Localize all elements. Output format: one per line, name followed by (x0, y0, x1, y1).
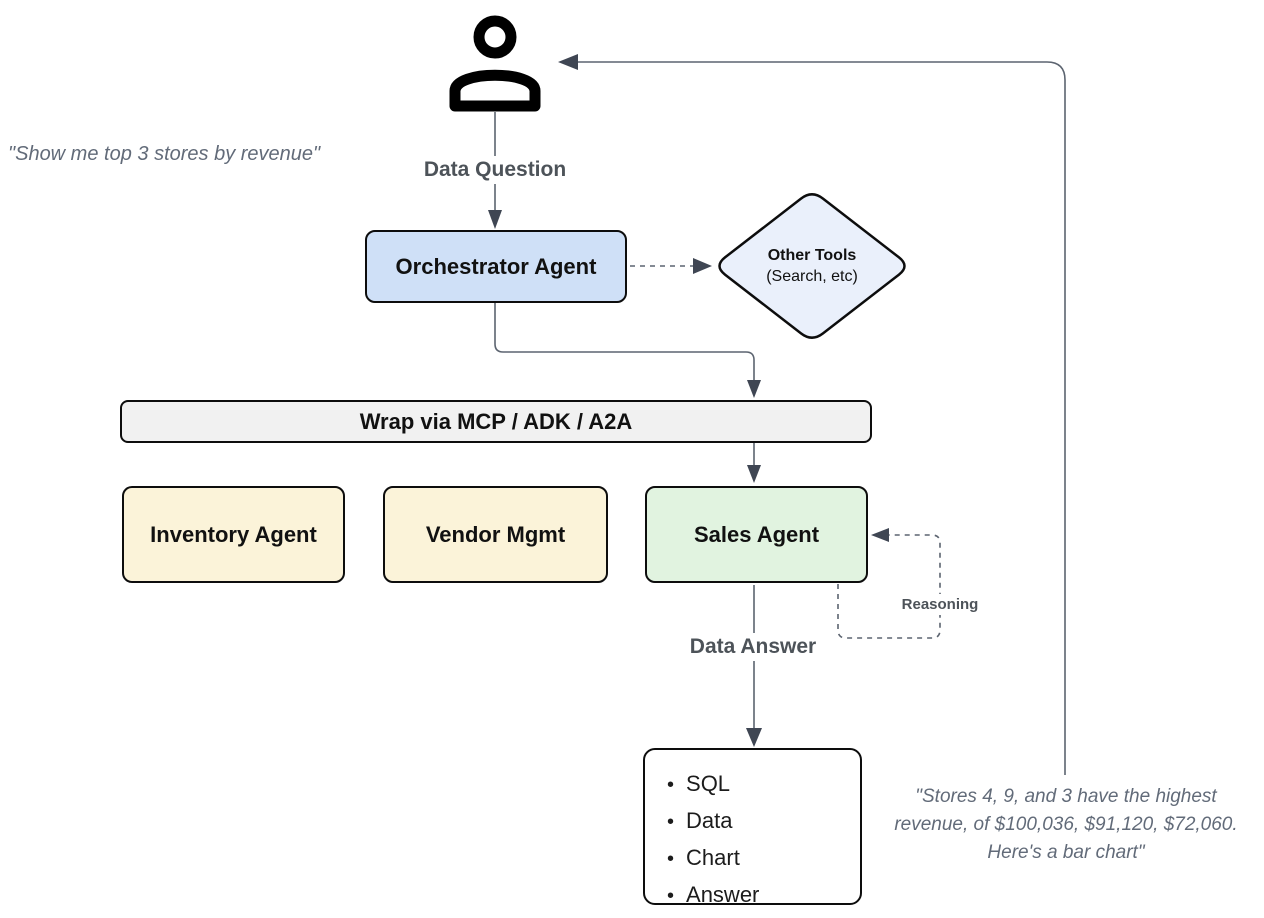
arrowhead-into-wrapbar (747, 380, 761, 398)
edge-answer-to-user (577, 61, 1066, 775)
arrowhead-into-tools (693, 258, 712, 274)
agent-answer-line: "Stores 4, 9, and 3 have the highest (915, 786, 1217, 807)
arrowhead-into-user (558, 54, 578, 70)
agent-answer-line: Here's a bar chart" (987, 842, 1145, 863)
other-tools-label: Other Tools (Search, etc) (742, 245, 882, 287)
inventory-agent-node: Inventory Agent (122, 486, 345, 583)
arrowhead-into-sales (747, 465, 761, 483)
output-item-sql: SQL (667, 766, 759, 803)
data-question-label: Data Question (417, 156, 573, 184)
data-answer-label: Data Answer (683, 633, 823, 661)
edge-reasoning-loop (837, 534, 941, 639)
arrowhead-into-orchestrator (488, 210, 502, 229)
agent-answer-line: revenue, of $100,036, $91,120, $72,060. (894, 814, 1238, 835)
user-icon (447, 10, 543, 119)
output-item-chart: Chart (667, 840, 759, 877)
other-tools-title: Other Tools (767, 247, 857, 264)
output-box: SQL Data Chart Answer (643, 748, 862, 907)
other-tools-subtitle: (Search, etc) (766, 268, 858, 285)
arrowhead-reasoning (871, 528, 889, 542)
orchestrator-agent-node: Orchestrator Agent (365, 230, 627, 303)
edge-orchestrator-to-wrapbar (494, 303, 755, 381)
vendor-mgmt-node: Vendor Mgmt (383, 486, 608, 583)
other-tools-diamond (718, 193, 906, 339)
reasoning-label: Reasoning (897, 594, 983, 615)
agent-answer-quote: "Stores 4, 9, and 3 have the highest rev… (868, 783, 1264, 867)
user-question-quote: "Show me top 3 stores by revenue" (8, 143, 321, 165)
output-list: SQL Data Chart Answer (645, 750, 769, 914)
wrap-mcp-adk-a2a-bar: Wrap via MCP / ADK / A2A (120, 400, 872, 443)
output-item-answer: Answer (667, 877, 759, 914)
sales-agent-node: Sales Agent (645, 486, 868, 583)
output-item-data: Data (667, 803, 759, 840)
arrowhead-into-output (746, 728, 762, 747)
